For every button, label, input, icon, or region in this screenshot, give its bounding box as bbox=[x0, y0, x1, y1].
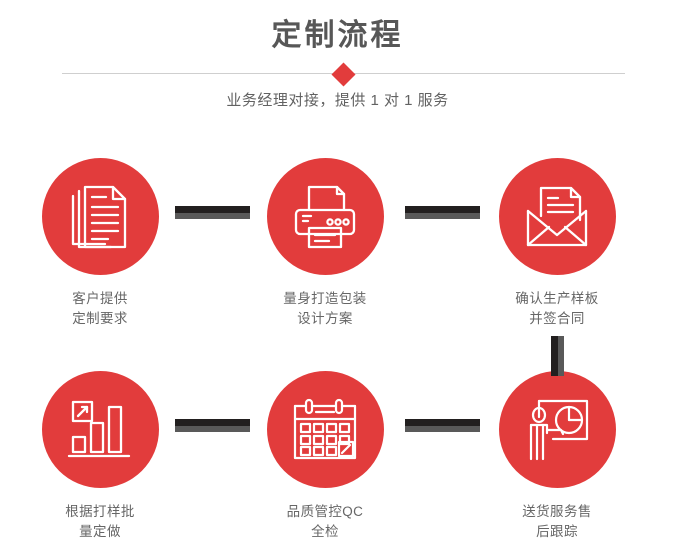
connector-light-band bbox=[175, 426, 250, 432]
connector-light-band bbox=[175, 213, 250, 219]
connector-step2-step3 bbox=[405, 206, 480, 219]
connector-step3-step6 bbox=[551, 336, 564, 376]
envelope-document-icon bbox=[523, 186, 591, 248]
flow-step-6-circle bbox=[498, 371, 616, 488]
flow-step-5-caption: 品质管控QC 全检 bbox=[286, 504, 364, 539]
calendar-check-icon bbox=[291, 398, 359, 462]
flow-step-6-caption: 送货服务售 后跟踪 bbox=[522, 504, 592, 539]
flow-step-2-caption: 量身打造包装 设计方案 bbox=[283, 291, 367, 326]
printer-icon bbox=[292, 184, 358, 250]
flow-step-2[interactable]: 量身打造包装 设计方案 bbox=[245, 158, 405, 329]
flow-step-5[interactable]: 品质管控QC 全检 bbox=[245, 371, 405, 542]
flow-step-2-circle bbox=[266, 158, 384, 275]
diamond-icon bbox=[331, 61, 356, 87]
flow-step-3[interactable]: 确认生产样板 并签合同 bbox=[477, 158, 637, 329]
page-subtitle: 业务经理对接，提供 1 对 1 服务 bbox=[226, 92, 449, 109]
connector-step4-step5 bbox=[175, 419, 250, 432]
flow-step-1[interactable]: 客户提供 定制要求 bbox=[20, 158, 180, 329]
connector-step5-step6 bbox=[405, 419, 480, 432]
connector-dark-band bbox=[175, 419, 250, 426]
connector-light-band bbox=[558, 336, 564, 376]
connector-dark-band bbox=[551, 336, 558, 376]
documents-stack-icon bbox=[69, 184, 131, 250]
connector-dark-band bbox=[405, 206, 480, 213]
flow-step-4-circle bbox=[41, 371, 159, 488]
connector-light-band bbox=[405, 426, 480, 432]
connector-dark-band bbox=[175, 206, 250, 213]
connector-light-band bbox=[405, 213, 480, 219]
flow-step-1-circle bbox=[41, 158, 159, 275]
presenter-pie-chart-icon bbox=[523, 397, 591, 463]
flow-step-5-circle bbox=[266, 371, 384, 488]
flow-step-1-caption: 客户提供 定制要求 bbox=[72, 291, 128, 326]
connector-step1-step2 bbox=[175, 206, 250, 219]
flow-step-4[interactable]: 根据打样批 量定做 bbox=[20, 371, 180, 542]
flow-step-3-circle bbox=[498, 158, 616, 275]
page-title: 定制流程 bbox=[271, 19, 404, 52]
header-divider bbox=[62, 61, 625, 87]
bar-chart-growth-icon bbox=[67, 399, 133, 461]
connector-dark-band bbox=[405, 419, 480, 426]
flow-step-3-caption: 确认生产样板 并签合同 bbox=[515, 291, 599, 326]
flow-step-6[interactable]: 送货服务售 后跟踪 bbox=[477, 371, 637, 542]
flow-step-4-caption: 根据打样批 量定做 bbox=[65, 504, 135, 539]
